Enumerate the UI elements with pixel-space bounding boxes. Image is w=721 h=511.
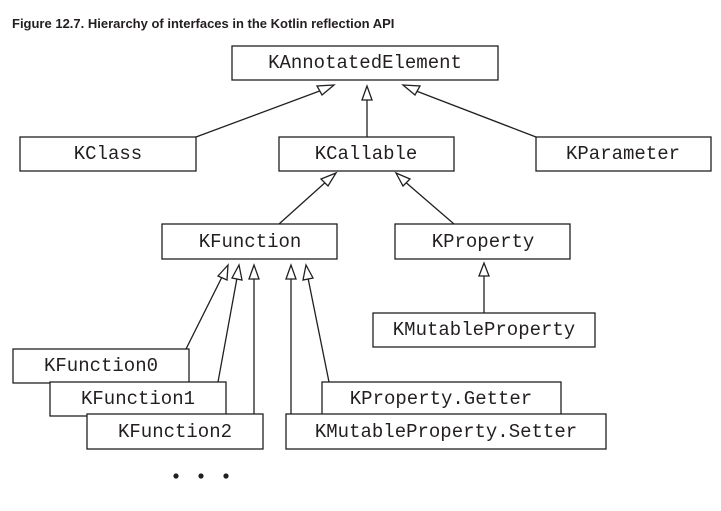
node-kfunction2: KFunction2	[86, 413, 264, 450]
edge-kproperty-to-kcallable	[402, 179, 455, 225]
arrowhead-kcallable	[361, 84, 373, 101]
node-label: KFunction1	[81, 388, 195, 410]
ellipsis	[173, 473, 229, 479]
arrowhead-kfunction0	[216, 263, 229, 281]
node-kcallable: KCallable	[278, 136, 455, 172]
edge-kfunction0-to-kfunction	[185, 274, 224, 350]
arrowhead-kmutablepropertysetter	[285, 263, 297, 280]
arrowhead-kfunction-to-kcallable	[319, 171, 338, 188]
arrowhead-kproperty-to-kcallable	[394, 171, 412, 188]
node-kparameter: KParameter	[535, 136, 712, 172]
edge-kfunction-to-kcallable	[278, 179, 329, 225]
node-label: KProperty.Getter	[350, 388, 532, 410]
node-label: KFunction2	[118, 421, 232, 443]
node-kannotatedelement: KAnnotatedElement	[231, 45, 499, 81]
node-kfunction: KFunction	[161, 223, 338, 260]
node-label: KParameter	[566, 143, 680, 165]
arrowhead-kfunction2	[248, 263, 260, 280]
node-label: KFunction0	[44, 355, 158, 377]
node-label: KClass	[74, 143, 142, 165]
edge-kparameter-to-kannotatedelement	[410, 88, 537, 138]
arrowhead-kparameter	[401, 84, 422, 97]
node-label: KMutableProperty.Setter	[315, 421, 577, 443]
node-label: KCallable	[315, 143, 418, 165]
node-kproperty: KProperty	[394, 223, 571, 260]
figure-caption: Figure 12.7. Hierarchy of interfaces in …	[12, 16, 395, 31]
node-kproperty-getter: KProperty.Getter	[321, 381, 562, 417]
node-kfunction0: KFunction0	[12, 348, 190, 384]
node-kfunction1: KFunction1	[49, 381, 227, 417]
inheritance-arrowheads	[216, 84, 490, 281]
arrowhead-kclass	[315, 84, 336, 97]
node-label: KAnnotatedElement	[268, 52, 462, 74]
node-kmutableproperty-setter: KMutableProperty.Setter	[285, 413, 607, 450]
arrowhead-kmutableproperty	[478, 261, 490, 277]
arrowhead-kfunction1	[231, 263, 243, 281]
node-kmutableproperty: KMutableProperty	[372, 312, 596, 348]
arrowhead-kpropertygetter	[302, 263, 314, 281]
edge-kfunction1-to-kfunction	[217, 277, 238, 383]
edge-kclass-to-kannotatedelement	[195, 88, 326, 138]
edge-kpropertygetter-to-kfunction	[307, 277, 330, 383]
node-label: KMutableProperty	[393, 319, 575, 341]
node-label: KProperty	[432, 231, 535, 253]
node-label: KFunction	[199, 231, 302, 253]
inheritance-edges	[185, 88, 537, 414]
node-kclass: KClass	[19, 136, 197, 172]
